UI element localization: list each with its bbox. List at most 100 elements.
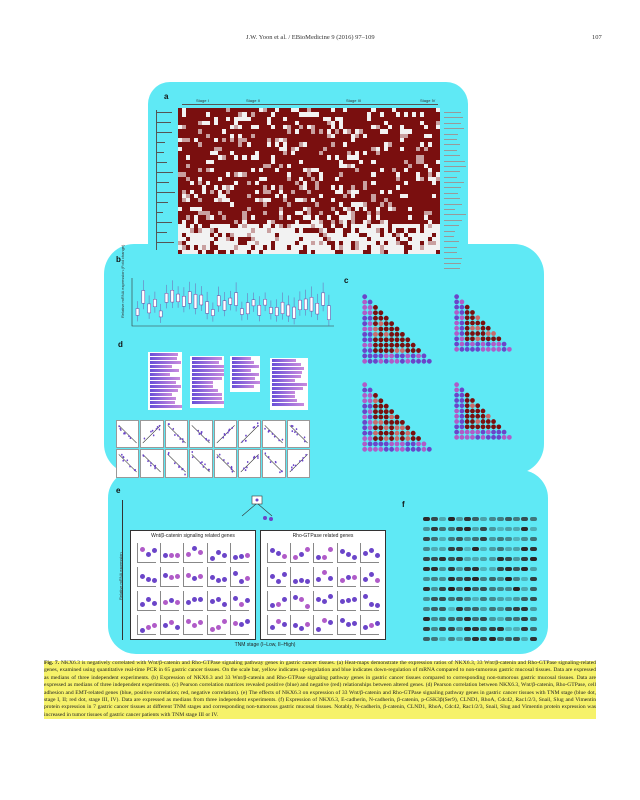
correlation-bar: [272, 399, 297, 402]
heatmap-cell: [290, 180, 295, 186]
scatter-plot: [216, 425, 235, 444]
heatmap-cell: [306, 236, 311, 242]
heatmap-cell: [343, 125, 348, 130]
stage-dot: [362, 576, 368, 582]
heatmap-cell: [411, 241, 416, 246]
heatmap-cell: [282, 249, 287, 254]
stage-dot: [305, 579, 311, 585]
correlation-cell: [389, 436, 395, 441]
heatmap-cell: [387, 172, 392, 177]
heatmap-cell: [190, 245, 195, 250]
heatmap-cell: [306, 249, 311, 254]
stage-dot: [198, 596, 204, 602]
heatmap-cell: [190, 206, 195, 212]
blot-band: [488, 617, 496, 621]
heatmap-cell: [367, 193, 372, 199]
heatmap-cell: [323, 125, 328, 130]
heatmap-cell: [270, 249, 275, 254]
heatmap-cell: [339, 108, 344, 113]
heatmap-cell: [319, 236, 324, 242]
heatmap-cell: [407, 176, 412, 181]
heatmap-cell: [178, 189, 183, 194]
correlation-cell: [405, 441, 411, 447]
heatmap-cell: [258, 116, 263, 121]
heatmap-cell: [234, 228, 239, 233]
heatmap-cell: [246, 219, 251, 224]
heatmap-cell: [323, 236, 328, 242]
heatmap-cell: [198, 150, 203, 156]
heatmap-cell: [274, 215, 279, 220]
heatmap-cell: [371, 228, 376, 233]
blot-band: [455, 567, 463, 571]
blot-band: [423, 547, 430, 551]
stage-dot: [238, 622, 244, 628]
correlation-bar: [150, 369, 179, 372]
heatmap-cell: [411, 223, 416, 229]
scatter-point: [268, 430, 270, 433]
heatmap-cell: [335, 125, 340, 130]
heatmap-cell: [415, 202, 420, 207]
heatmap-cell: [435, 168, 440, 173]
heatmap-cell: [387, 185, 392, 190]
heatmap-cell: [194, 180, 199, 186]
correlation-cell: [454, 424, 460, 430]
correlation-cell: [459, 336, 465, 342]
correlation-cell: [416, 348, 421, 353]
heatmap-cell: [218, 146, 223, 151]
heatmap-cell: [214, 172, 219, 177]
heatmap-cell: [214, 150, 219, 156]
heatmap-cell: [411, 142, 416, 147]
stage-dot: [374, 602, 380, 608]
heatmap-cell: [403, 120, 408, 126]
dendrogram-branch: [157, 122, 171, 123]
correlation-cell: [470, 403, 475, 409]
heatmap-cell: [202, 163, 207, 169]
heatmap-cell: [274, 198, 279, 203]
heatmap-cell: [254, 133, 259, 139]
correlation-cell: [399, 358, 405, 364]
figure-caption: Fig. 7. NKX6.3 is negatively correlated …: [44, 660, 596, 719]
heatmap-cell: [323, 249, 328, 254]
heatmap-cell: [403, 133, 408, 139]
heatmap-cell: [351, 249, 356, 254]
heatmap-cell: [250, 163, 255, 169]
heatmap-cell: [387, 155, 392, 160]
heatmap-cell: [347, 116, 352, 121]
heatmap-cell: [407, 211, 412, 216]
western-blot: [423, 516, 539, 646]
heatmap-cell: [302, 189, 307, 194]
dendrogram-branch: [157, 152, 164, 153]
box: [141, 290, 146, 304]
heatmap-cell: [351, 168, 356, 173]
heatmap-cell: [258, 180, 263, 186]
heatmap-cell: [383, 219, 388, 224]
stage-dot: [238, 601, 244, 607]
correlation-cell: [362, 446, 368, 452]
heatmap-cell: [311, 150, 316, 156]
heatmap-cell: [290, 176, 295, 181]
heatmap-cell: [335, 159, 340, 164]
heatmap-cell: [286, 219, 291, 224]
heatmap-cell: [238, 189, 243, 194]
heatmap-cell: [319, 159, 324, 164]
heatmap-cell: [250, 219, 255, 224]
heatmap-cell: [375, 159, 380, 164]
blot-band: [529, 627, 537, 631]
heatmap-cell: [367, 249, 372, 254]
heatmap-cell: [359, 215, 364, 220]
heatmap-cell: [222, 150, 227, 156]
heatmap-cell: [399, 211, 404, 216]
stage-dot: [339, 549, 345, 555]
heatmap-cell: [254, 198, 259, 203]
blot-band: [472, 617, 480, 621]
blot-band: [496, 627, 504, 631]
heatmap-cell: [302, 232, 307, 237]
heatmap-cell: [306, 168, 311, 173]
blot-band: [472, 517, 480, 521]
blot-band: [505, 527, 512, 531]
correlation-cell: [362, 331, 368, 337]
heatmap-cell: [242, 168, 247, 173]
heatmap-cell: [286, 185, 291, 190]
heatmap-cell: [230, 180, 235, 186]
heatmap-cell: [407, 125, 412, 130]
